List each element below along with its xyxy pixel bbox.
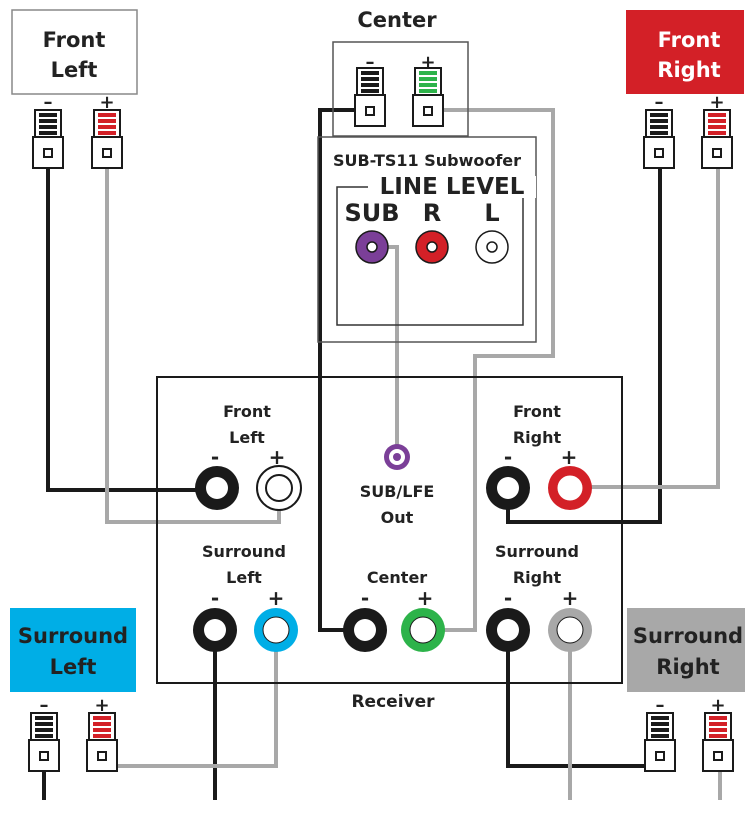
rcv-front-right-label-1: Front xyxy=(513,402,561,421)
front-right-terminals: – + xyxy=(643,92,733,169)
line-level-label-bg xyxy=(368,176,536,198)
center-negative-terminal xyxy=(354,67,386,127)
rcv-front-right-label-2: Right xyxy=(513,428,562,447)
wire-front-right-positive xyxy=(570,152,720,489)
rcv-front-right-positive-jack xyxy=(548,466,592,510)
center-minus: – xyxy=(366,52,375,73)
rcv-center-plus: + xyxy=(417,586,434,610)
surround-right-plus: + xyxy=(710,695,725,716)
front-left-box-bg xyxy=(11,9,138,95)
surround-right-minus: – xyxy=(656,695,665,716)
rcv-surround-right-negative-jack xyxy=(486,608,530,652)
surround-right-negative-terminal xyxy=(644,712,676,772)
rcv-sub-label-2: Out xyxy=(381,508,414,527)
wire-center-negative xyxy=(318,108,370,632)
rcv-surround-left-minus: - xyxy=(211,586,219,610)
receiver-frame xyxy=(156,376,623,684)
surround-right-box: Surround Right xyxy=(627,608,745,692)
l-input-jack xyxy=(475,230,509,264)
rcv-surround-right-positive-jack xyxy=(548,608,592,652)
rcv-surround-right-plus: + xyxy=(562,586,579,610)
front-left-label-2: Left xyxy=(51,58,98,82)
surround-right-label-1: Surround xyxy=(633,624,743,648)
surround-left-minus: – xyxy=(40,695,49,716)
surround-left-label-2: Left xyxy=(50,655,97,679)
rcv-sub-out-jack xyxy=(384,444,410,470)
line-level-label: LINE LEVEL xyxy=(380,174,525,200)
wire-front-left-negative xyxy=(46,152,215,492)
front-left-box: Front Left xyxy=(11,9,138,95)
front-right-label-1: Front xyxy=(658,28,721,52)
center-terminals: – + xyxy=(354,52,444,127)
surround-left-label-1: Surround xyxy=(18,624,128,648)
receiver-panel: Receiver Front Left - + SUB/LFE Out Fron… xyxy=(156,376,623,712)
wire-sub xyxy=(372,245,399,457)
front-right-minus: – xyxy=(655,92,664,113)
rcv-sub-label-1: SUB/LFE xyxy=(360,482,435,501)
rcv-center-label: Center xyxy=(367,568,427,587)
r-input-jack xyxy=(415,230,449,264)
surround-left-plus: + xyxy=(94,695,109,716)
front-left-positive-terminal xyxy=(91,109,123,169)
front-left-label-1: Front xyxy=(43,28,106,52)
center-positive-terminal xyxy=(412,67,444,127)
rcv-front-left-negative-jack xyxy=(195,466,239,510)
rcv-front-left-label-1: Front xyxy=(223,402,271,421)
rcv-surround-left-plus: + xyxy=(268,586,285,610)
wire-front-left-positive xyxy=(105,152,281,524)
surround-left-negative-terminal xyxy=(28,712,60,772)
rcv-surround-left-negative-jack xyxy=(193,608,237,652)
rcv-center-minus: - xyxy=(361,586,369,610)
surround-right-terminals: – + xyxy=(644,695,734,772)
subwoofer-frame xyxy=(317,136,537,343)
front-right-label-2: Right xyxy=(657,58,720,82)
subwoofer-title: SUB-TS11 Subwoofer xyxy=(333,151,521,170)
wires xyxy=(42,108,722,800)
rcv-surround-left-label-1: Surround xyxy=(202,542,286,561)
r-input-label: R xyxy=(423,199,441,227)
front-right-plus: + xyxy=(709,92,724,113)
sub-input-jack xyxy=(355,230,389,264)
center-speaker-label: Center xyxy=(357,8,437,32)
surround-left-box-bg xyxy=(10,608,136,692)
rcv-front-right-minus: - xyxy=(504,445,512,469)
rcv-surround-right-label-2: Right xyxy=(513,568,562,587)
rcv-front-right-plus: + xyxy=(561,445,578,469)
front-right-box-bg xyxy=(626,10,744,94)
rcv-surround-right-label-1: Surround xyxy=(495,542,579,561)
subwoofer-panel: SUB-TS11 Subwoofer LINE LEVEL SUB R L xyxy=(317,136,537,343)
surround-right-positive-terminal xyxy=(702,712,734,772)
front-left-minus: – xyxy=(44,92,53,113)
wire-front-right-negative xyxy=(506,152,662,524)
front-left-terminals: – + xyxy=(32,92,123,169)
wire-center-positive xyxy=(421,108,555,632)
front-right-negative-terminal xyxy=(643,109,675,169)
sub-input-label: SUB xyxy=(344,199,399,227)
l-input-label: L xyxy=(484,199,499,227)
surround-left-terminals: – + xyxy=(28,695,118,772)
surround-right-box-bg xyxy=(627,608,745,692)
rcv-surround-right-minus: - xyxy=(504,586,512,610)
rcv-front-left-plus: + xyxy=(269,445,286,469)
rcv-front-right-negative-jack xyxy=(486,466,530,510)
rcv-front-left-positive-jack xyxy=(256,465,302,511)
surround-right-label-2: Right xyxy=(656,655,719,679)
rcv-surround-left-label-2: Left xyxy=(226,568,262,587)
front-right-box: Front Right xyxy=(626,10,744,94)
front-left-plus: + xyxy=(99,92,114,113)
rcv-center-positive-jack xyxy=(401,608,445,652)
center-speaker-frame xyxy=(332,41,469,137)
rcv-center-negative-jack xyxy=(343,608,387,652)
rcv-front-left-minus: - xyxy=(211,445,219,469)
rcv-surround-left-positive-jack xyxy=(254,608,298,652)
surround-left-box: Surround Left xyxy=(10,608,136,692)
surround-left-positive-terminal xyxy=(86,712,118,772)
front-right-positive-terminal xyxy=(701,109,733,169)
receiver-label: Receiver xyxy=(351,692,435,712)
front-left-negative-terminal xyxy=(32,109,64,169)
rcv-front-left-label-2: Left xyxy=(229,428,265,447)
